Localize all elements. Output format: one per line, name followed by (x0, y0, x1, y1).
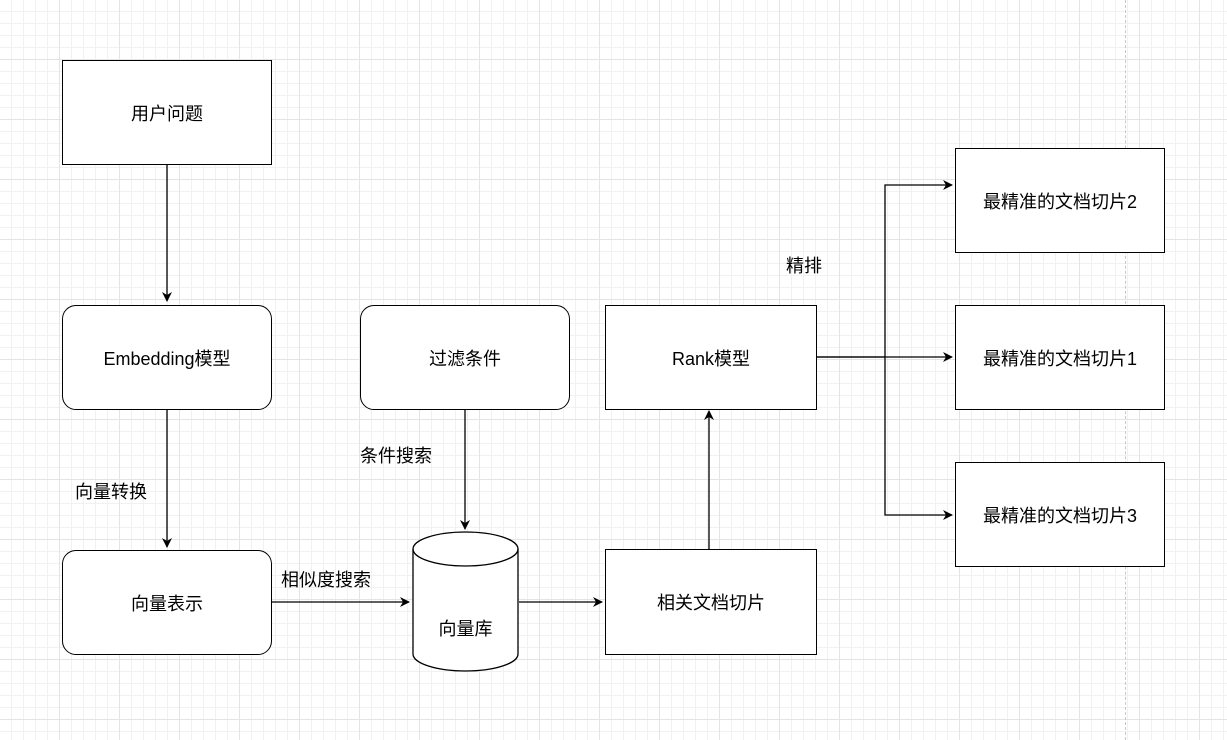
vector-conversion-edge-label: 向量转换 (75, 482, 147, 502)
filter-conditions-label: 过滤条件 (429, 348, 501, 369)
condition-search-edge-label: 条件搜索 (360, 446, 432, 466)
vector-database-label: 向量库 (438, 619, 493, 639)
related-chunks-node[interactable]: 相关文档切片 (605, 549, 817, 655)
rank-model-node[interactable]: Rank模型 (605, 305, 817, 410)
edge-rank-to-best-3[interactable] (884, 357, 953, 520)
user-question-label: 用户问题 (131, 103, 203, 124)
best-chunk-1-node[interactable]: 最精准的文档切片1 (955, 305, 1165, 410)
fine-ranking-edge-label: 精排 (786, 256, 822, 276)
vector-representation-node[interactable]: 向量表示 (62, 550, 272, 655)
embedding-model-label: Embedding模型 (103, 348, 231, 369)
best-chunk-1-label: 最精准的文档切片1 (982, 348, 1137, 369)
rank-model-label: Rank模型 (671, 348, 751, 369)
embedding-model-node[interactable]: Embedding模型 (62, 305, 272, 410)
best-chunk-2-label: 最精准的文档切片2 (982, 191, 1137, 212)
filter-conditions-node[interactable]: 过滤条件 (360, 305, 570, 410)
best-chunk-2-node[interactable]: 最精准的文档切片2 (955, 148, 1165, 253)
vector-database-node[interactable]: 向量库 (412, 531, 519, 672)
related-chunks-label: 相关文档切片 (657, 593, 765, 613)
best-chunk-3-node[interactable]: 最精准的文档切片3 (955, 462, 1165, 567)
user-question-node[interactable]: 用户问题 (62, 60, 272, 165)
similarity-search-edge-label: 相似度搜索 (281, 570, 371, 590)
best-chunk-3-label: 最精准的文档切片3 (982, 505, 1137, 526)
vector-representation-label: 向量表示 (131, 593, 203, 614)
edge-rank-to-best-2[interactable] (817, 180, 953, 358)
